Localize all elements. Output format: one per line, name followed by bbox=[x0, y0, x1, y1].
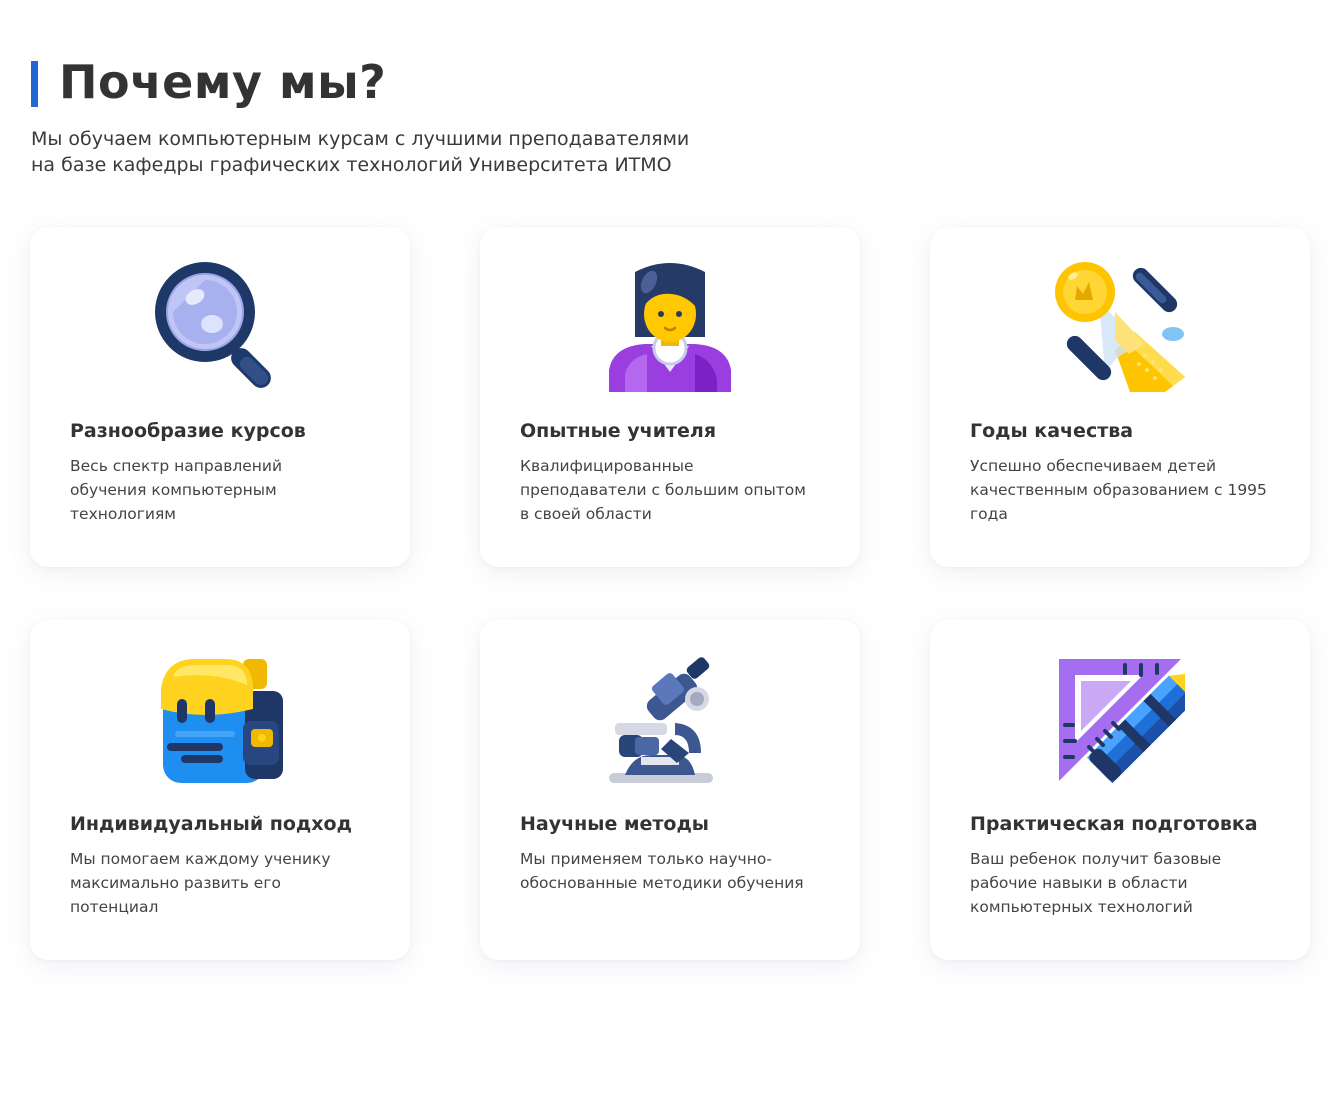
backpack-icon bbox=[155, 655, 285, 785]
microscope-icon bbox=[605, 655, 735, 785]
feature-description: Мы помогаем каждому ученику максимально … bbox=[70, 847, 370, 919]
feature-description-line: технологиям bbox=[70, 505, 176, 523]
feature-description-line: года bbox=[970, 505, 1008, 523]
feature-title: Научные методы bbox=[520, 813, 709, 835]
feature-title: Разнообразие курсов bbox=[70, 420, 306, 442]
title-accent-bar bbox=[31, 61, 38, 107]
feature-description-line: Квалифицированные bbox=[520, 457, 694, 475]
title-row: Почему мы? bbox=[31, 52, 931, 112]
page-title: Почему мы? bbox=[59, 55, 387, 109]
feature-description-line: рабочие навыки в области bbox=[970, 874, 1188, 892]
feature-description-line: качественным образованием с 1995 bbox=[970, 481, 1267, 499]
feature-description: Квалифицированные преподаватели с больши… bbox=[520, 454, 820, 526]
feature-title: Опытные учителя bbox=[520, 420, 717, 442]
section-header: Почему мы? Мы обучаем компьютерным курса… bbox=[31, 52, 931, 178]
feature-description: Ваш ребенок получит базовые рабочие навы… bbox=[970, 847, 1270, 919]
feature-description-line: Мы помогаем каждому ученику bbox=[70, 850, 331, 868]
feature-card-years: Годы качества Успешно обеспечиваем детей… bbox=[930, 227, 1310, 567]
feature-description-line: обучения компьютерным bbox=[70, 481, 277, 499]
page-subtitle: Мы обучаем компьютерным курсам с лучшими… bbox=[31, 126, 931, 178]
feature-description-line: обоснованные методики обучения bbox=[520, 874, 804, 892]
feature-card-practice: Практическая подготовка Ваш ребенок полу… bbox=[930, 620, 1310, 960]
feature-description: Мы применяем только научно- обоснованные… bbox=[520, 847, 820, 895]
feature-description-line: максимально развить его bbox=[70, 874, 281, 892]
feature-card-teachers: Опытные учителя Квалифицированные препод… bbox=[480, 227, 860, 567]
feature-description-line: Весь спектр направлений bbox=[70, 457, 283, 475]
hourglass-icon bbox=[1055, 262, 1185, 392]
feature-title: Годы качества bbox=[970, 420, 1134, 442]
feature-description-line: потенциал bbox=[70, 898, 159, 916]
feature-card-science: Научные методы Мы применяем только научн… bbox=[480, 620, 860, 960]
subtitle-line: Мы обучаем компьютерным курсам с лучшими… bbox=[31, 128, 690, 150]
feature-description-line: в своей области bbox=[520, 505, 652, 523]
feature-card-individual: Индивидуальный подход Мы помогаем каждом… bbox=[30, 620, 410, 960]
feature-description-line: Мы применяем только научно- bbox=[520, 850, 772, 868]
feature-description-line: компьютерных технологий bbox=[970, 898, 1193, 916]
feature-title: Практическая подготовка bbox=[970, 813, 1258, 835]
feature-description-line: преподаватели с большим опытом bbox=[520, 481, 806, 499]
feature-description-line: Ваш ребенок получит базовые bbox=[970, 850, 1222, 868]
feature-description: Весь спектр направлений обучения компьют… bbox=[70, 454, 370, 526]
magnifier-icon bbox=[155, 262, 285, 392]
feature-description-line: Успешно обеспечиваем детей bbox=[970, 457, 1217, 475]
teacher-icon bbox=[605, 262, 735, 392]
feature-card-courses: Разнообразие курсов Весь спектр направле… bbox=[30, 227, 410, 567]
subtitle-line: на базе кафедры графических технологий У… bbox=[31, 154, 672, 176]
feature-title: Индивидуальный подход bbox=[70, 813, 352, 835]
feature-description: Успешно обеспечиваем детей качественным … bbox=[970, 454, 1270, 526]
ruler-pencil-icon bbox=[1055, 655, 1185, 785]
